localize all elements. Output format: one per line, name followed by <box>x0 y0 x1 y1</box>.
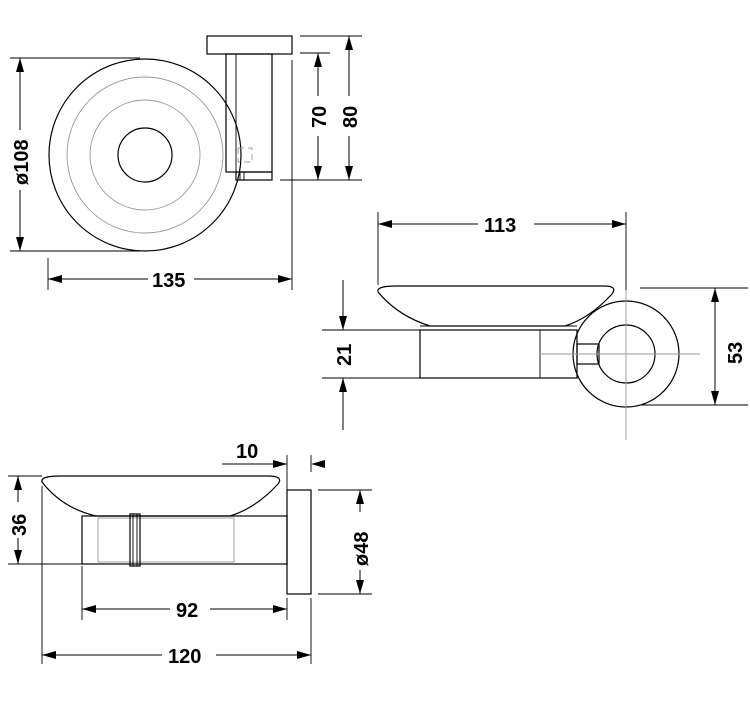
holder-hidden-tube <box>97 517 235 563</box>
dim-height-36: 36 <box>9 514 31 536</box>
holder-collar <box>235 171 273 181</box>
rosette-plate-top <box>206 35 293 55</box>
dim-width-135: 135 <box>152 270 185 292</box>
dish-center-circle <box>117 127 173 183</box>
front-view: 10 36 ø48 92 120 <box>6 436 373 668</box>
top-view: ø108 135 70 80 <box>8 35 362 292</box>
side-view: 113 21 53 <box>322 210 748 440</box>
dim-height-21: 21 <box>334 344 356 366</box>
dim-diameter-108: ø108 <box>11 139 33 185</box>
dim-height-80: 80 <box>340 106 362 128</box>
dim-height-70: 70 <box>309 106 331 128</box>
dish-inner-ring <box>66 76 224 234</box>
dim-width-92: 92 <box>176 600 198 622</box>
dish-middle-ring <box>89 99 201 211</box>
holder-body-front <box>81 515 288 565</box>
dim-height-53: 53 <box>725 342 747 364</box>
dish-front-bowl <box>41 475 281 517</box>
holder-tube-top <box>225 53 273 173</box>
hidden-connector <box>237 147 253 163</box>
dim-diameter-48: ø48 <box>351 532 373 566</box>
dish-side-bowl <box>377 285 615 327</box>
dim-width-113: 113 <box>484 215 516 237</box>
rosette-plate-front <box>286 489 312 595</box>
dish-outer-circle <box>48 58 242 252</box>
holder-ring <box>129 513 141 567</box>
dim-width-120: 120 <box>168 646 201 668</box>
dim-width-10: 10 <box>236 441 258 463</box>
